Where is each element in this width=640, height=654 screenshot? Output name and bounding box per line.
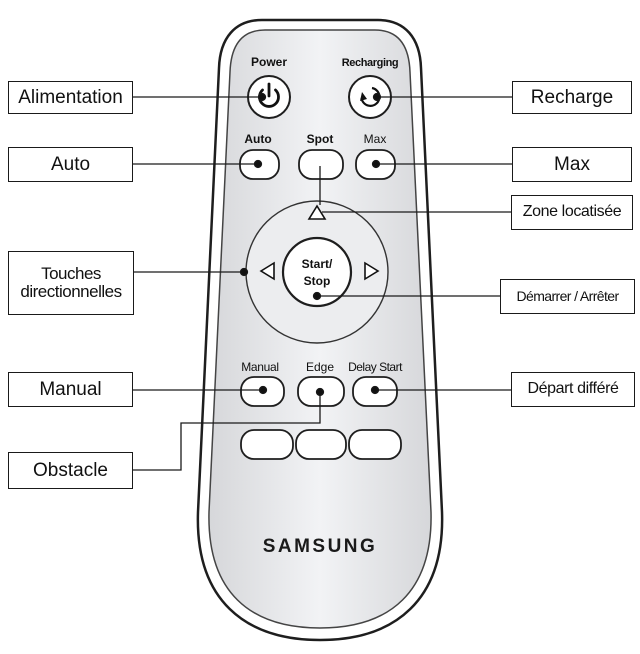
auto-label: Auto [244, 132, 271, 146]
blank-button-2[interactable] [295, 429, 347, 460]
triangle-up-icon[interactable] [307, 204, 327, 220]
callout-manual: Manual [8, 372, 133, 407]
callout-obstacle-text: Obstacle [33, 459, 108, 481]
dot-touches [239, 267, 249, 277]
callout-alimentation: Alimentation [8, 81, 133, 114]
callout-touches-line1: Touches [41, 264, 101, 284]
manual-label: Manual [241, 360, 279, 374]
leader-obstacle [133, 392, 321, 471]
dot-recharge [372, 92, 382, 102]
dot-auto [253, 159, 263, 169]
triangle-right-icon[interactable] [364, 261, 380, 281]
callout-max-text: Max [554, 153, 590, 175]
callout-touches-line2: directionnelles [20, 282, 122, 301]
callout-zone-text: Zone locatisée [522, 203, 622, 221]
triangle-left-icon[interactable] [259, 261, 275, 281]
callout-max: Max [512, 147, 632, 182]
callout-obstacle: Obstacle [8, 452, 133, 489]
samsung-logo: SAMSUNG [263, 536, 378, 557]
blank-button-1[interactable] [240, 429, 294, 460]
stop-label: Stop [304, 274, 331, 288]
callout-depart-text: Départ différé [527, 380, 619, 398]
dot-alimentation [257, 92, 267, 102]
dot-depart [370, 385, 380, 395]
callout-recharge: Recharge [512, 81, 632, 114]
callout-auto: Auto [8, 147, 133, 182]
callout-zone-localisee: Zone locatisée [511, 195, 633, 230]
callout-alimentation-text: Alimentation [18, 86, 123, 108]
delay-start-label: Delay Start [348, 360, 403, 374]
recharge-arrow-icon [360, 86, 381, 107]
start-stop-button[interactable] [281, 236, 353, 308]
recharging-label: Recharging [342, 57, 399, 69]
dot-demarrer [312, 291, 322, 301]
spot-label: Spot [307, 132, 334, 146]
spot-button[interactable] [298, 149, 344, 180]
dot-obstacle [315, 387, 325, 397]
leader-lines [133, 92, 512, 471]
start-label: Start/ [302, 257, 333, 271]
callout-depart-differe: Départ différé [511, 372, 635, 407]
callout-auto-text: Auto [50, 153, 91, 175]
callout-recharge-text: Recharge [530, 86, 614, 108]
blank-button-3[interactable] [348, 429, 402, 460]
callout-touches-directionnelles: Touches directionnelles [8, 251, 134, 315]
callout-demarrer-arreter: Démarrer / Arrêter [500, 279, 635, 314]
power-label: Power [251, 55, 287, 69]
dot-max [371, 159, 381, 169]
edge-label: Edge [306, 360, 334, 374]
callout-demarrer-text: Démarrer / Arrêter [516, 288, 620, 305]
callout-manual-text: Manual [39, 378, 102, 400]
max-label: Max [364, 132, 387, 146]
dot-manual [258, 385, 268, 395]
